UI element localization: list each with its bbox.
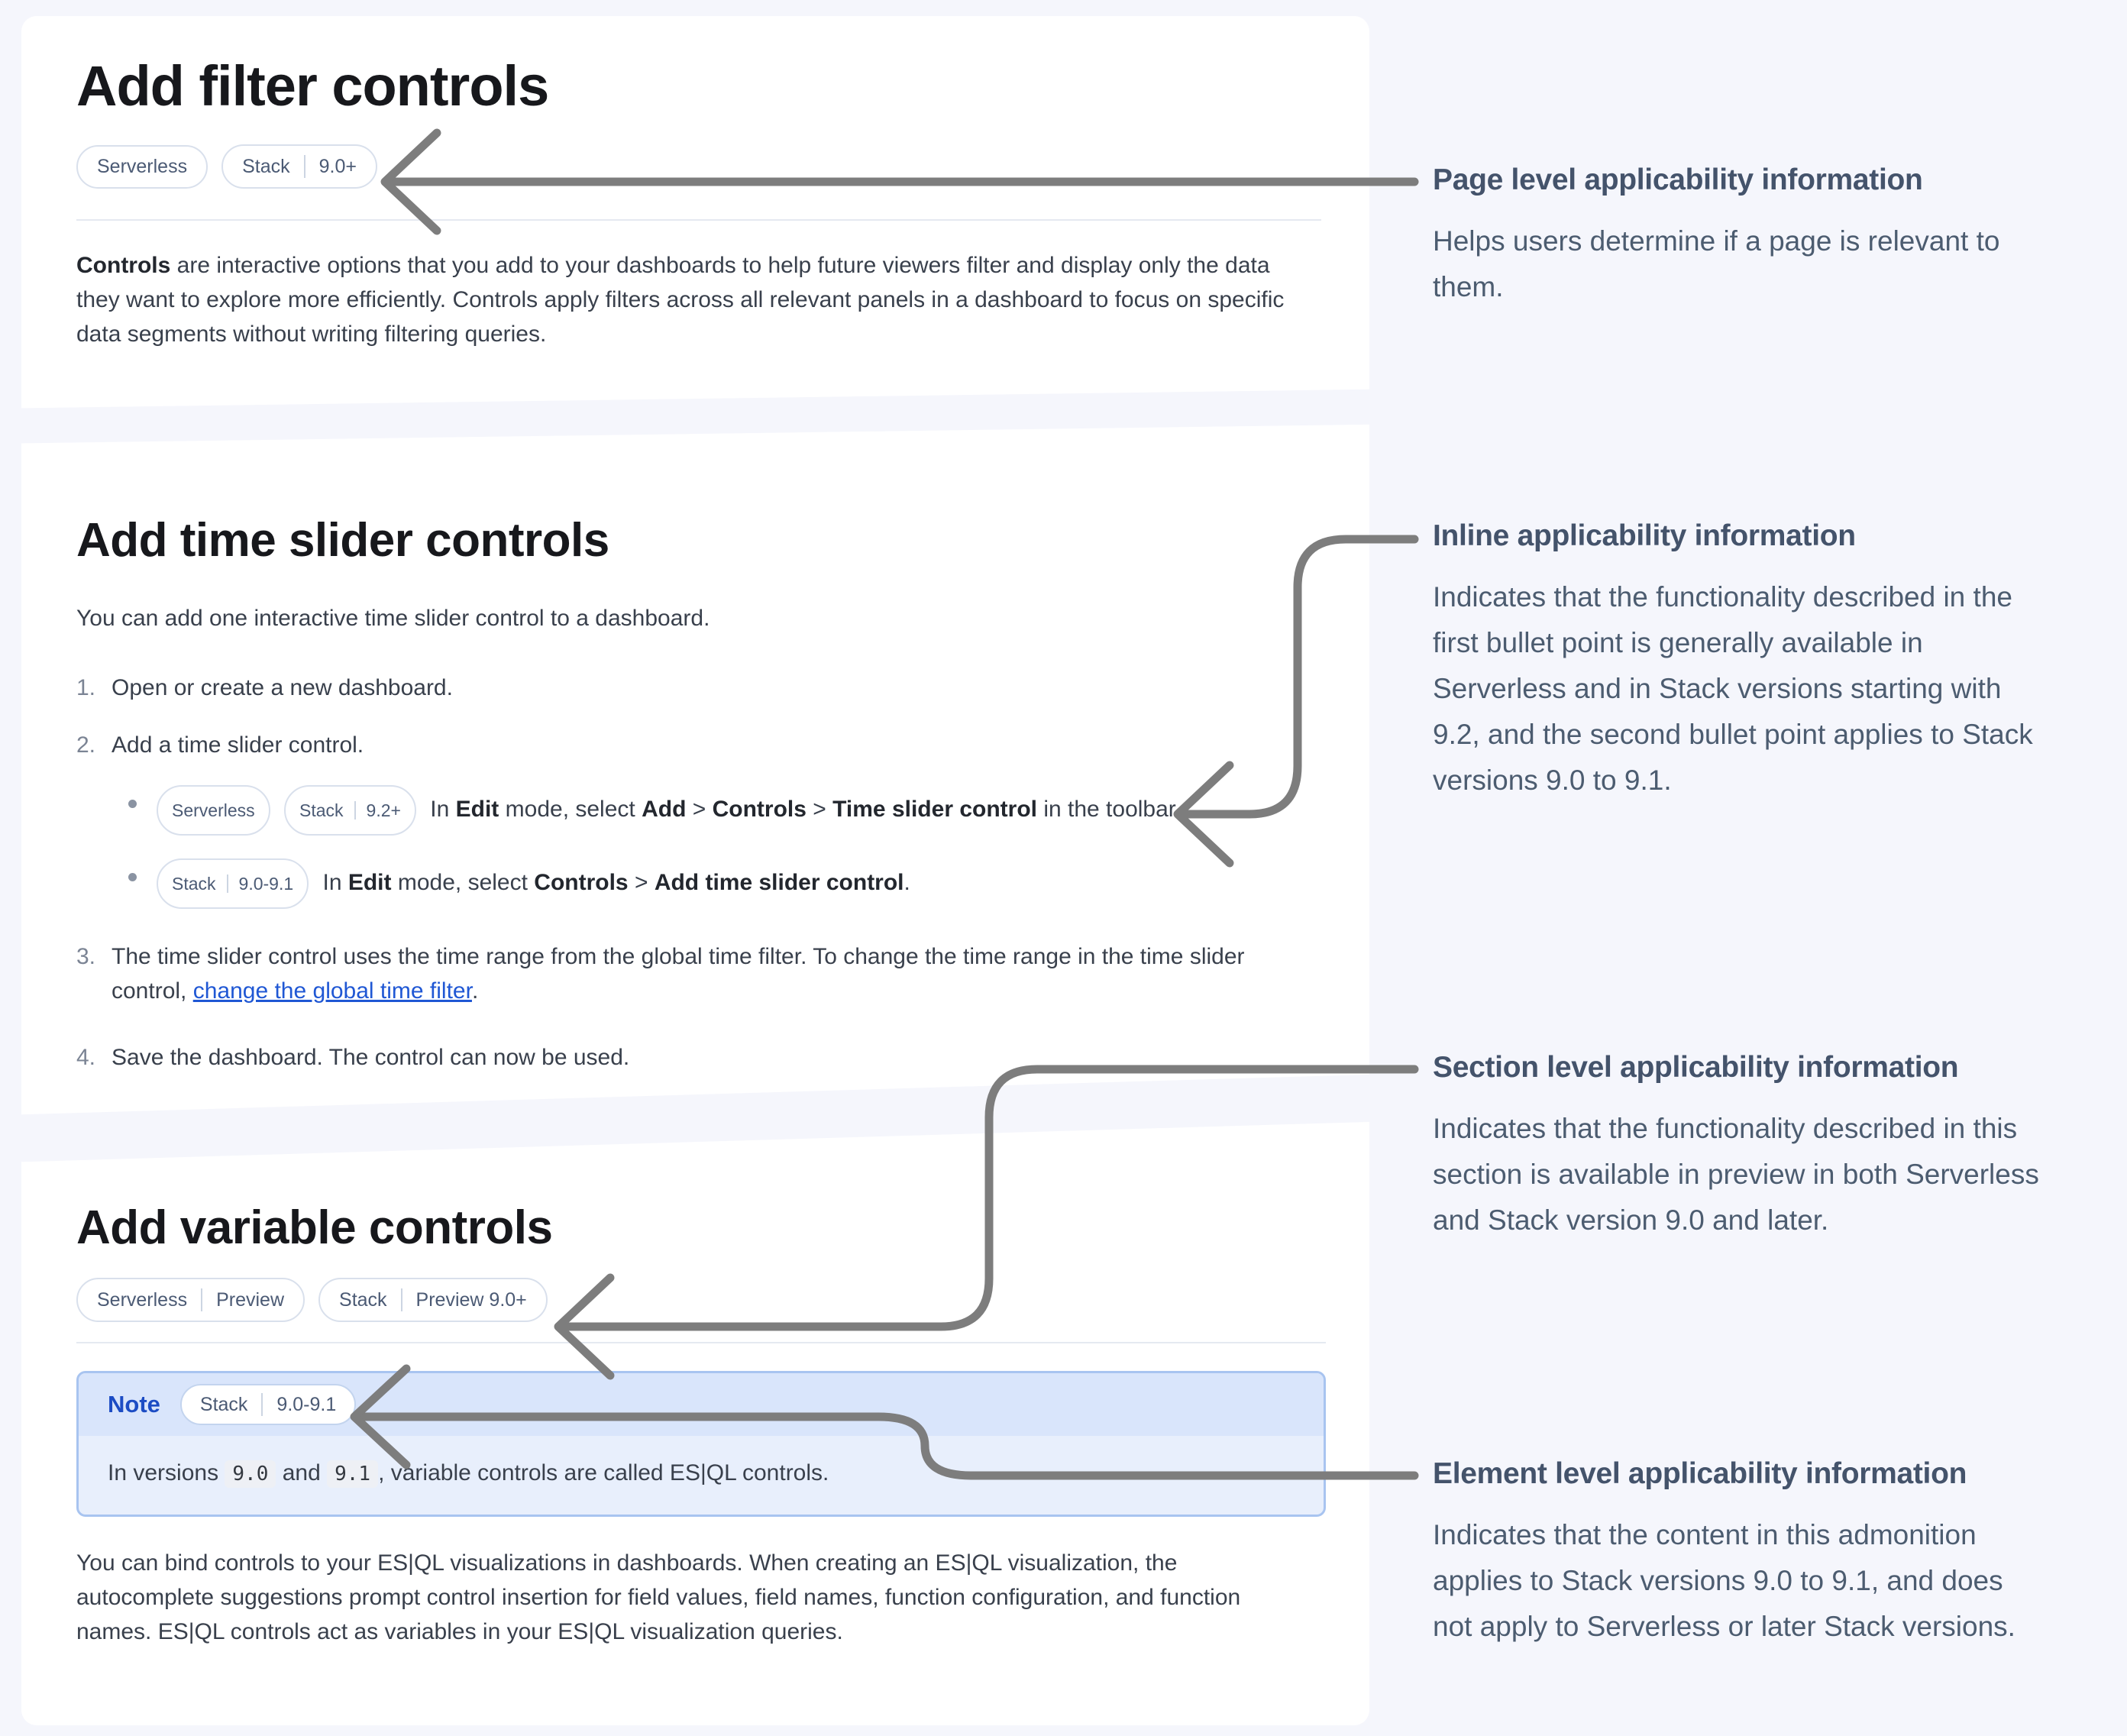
badge-divider [303,155,305,179]
note-body: In versions 9.0 and 9.1, variable contro… [79,1436,1324,1515]
annotation-body: Indicates that the content in this admon… [1433,1519,2015,1642]
badge-serverless[interactable]: Serverless [157,785,270,836]
badge-version: 9.2+ [366,800,401,821]
annotation-element-level: Element level applicability information … [1433,1456,2044,1650]
list-number: 1. [76,675,96,701]
badge-serverless[interactable]: Serverless [76,144,208,189]
list-item: 2. Add a time slider control. Serverless… [76,728,1321,910]
badge-divider [201,1288,203,1312]
badge-stack[interactable]: Stack 9.0-9.1 [157,858,309,910]
badge-divider [226,874,228,894]
annotation-heading: Element level applicability information [1433,1457,1967,1490]
global-time-filter-link[interactable]: change the global time filter [192,978,472,1004]
badge-stack[interactable]: Stack 9.0-9.1 [179,1384,357,1426]
badge-label: Stack [199,1393,248,1415]
bullet-icon [128,873,137,882]
badge-version: 9.0+ [318,155,357,177]
badge-label: Stack [339,1288,387,1311]
list-item: 1. Open or create a new dashboard. [76,671,1321,705]
annotation-page-level: Page level applicability information Hel… [1433,162,2044,310]
section-applicability-badges: Serverless Preview Stack Preview 9.0+ [76,1278,1326,1323]
list-item: Serverless Stack 9.2+ In Edit mode, sele… [128,785,1321,836]
list-number: 2. [76,732,96,758]
badge-label: Stack [172,874,216,894]
badge-version: 9.0-9.1 [238,874,294,894]
annotation-inline: Inline applicability information Indicat… [1433,518,2044,803]
badge-label: Stack [299,800,344,821]
badge-serverless-preview[interactable]: Serverless Preview [76,1278,305,1323]
badge-label: Serverless [97,1288,188,1311]
list-item: Stack 9.0-9.1 In Edit mode, select Contr… [128,858,1321,910]
section-add-time-slider-controls: Add time slider controls You can add one… [76,513,1321,1075]
list-item: 3. The time slider control uses the time… [76,939,1321,1008]
section-divider [76,1342,1326,1344]
badge-divider [261,1393,263,1417]
annotation-section-level: Section level applicability information … [1433,1049,2044,1243]
badge-divider [400,1288,402,1312]
badge-version: Preview 9.0+ [415,1288,527,1311]
annotation-heading: Inline applicability information [1433,519,1856,552]
section-title: Add variable controls [76,1201,553,1254]
section-add-filter-controls: Add filter controls Serverless Stack 9.0… [76,53,1321,351]
bullet-icon [128,800,137,809]
list-item: 4. Save the dashboard. The control can n… [76,1040,1321,1075]
bold-term: Controls [76,253,171,279]
annotation-body: Helps users determine if a page is relev… [1433,225,2000,302]
annotation-body: Indicates that the functionality describ… [1433,581,2033,796]
badge-divider [354,801,356,820]
section-title: Add time slider controls [76,514,609,567]
intro-paragraph: Controls are interactive options that yo… [76,253,1285,348]
code-span: 9.0 [225,1460,276,1489]
list-number: 4. [76,1045,96,1071]
list-number: 3. [76,944,96,970]
badge-version: Preview [216,1288,285,1311]
badge-version: 9.0-9.1 [276,1393,337,1415]
note-header: Note Stack 9.0-9.1 [79,1373,1324,1437]
badge-label: Serverless [172,800,255,821]
badge-stack-preview[interactable]: Stack Preview 9.0+ [318,1278,548,1323]
code-span: 9.1 [327,1460,379,1489]
annotation-body: Indicates that the functionality describ… [1433,1113,2039,1236]
page-title: Add filter controls [76,54,549,118]
page-applicability-badges: Serverless Stack 9.0+ [76,144,1321,189]
section-divider [76,219,1321,221]
annotation-heading: Page level applicability information [1433,163,1923,196]
section-intro: You can add one interactive time slider … [76,606,710,632]
note-label: Note [108,1391,160,1418]
badge-label: Stack [242,155,290,177]
badge-label: Serverless [97,155,188,177]
badge-stack[interactable]: Stack 9.0+ [221,144,377,189]
section-paragraph: You can bind controls to your ES|QL visu… [76,1550,1241,1645]
annotation-heading: Section level applicability information [1433,1051,1959,1084]
note-admonition: Note Stack 9.0-9.1 In versions 9.0 and 9… [76,1371,1326,1518]
badge-stack[interactable]: Stack 9.2+ [284,785,416,836]
section-add-variable-controls: Add variable controls Serverless Preview… [76,1201,1326,1649]
